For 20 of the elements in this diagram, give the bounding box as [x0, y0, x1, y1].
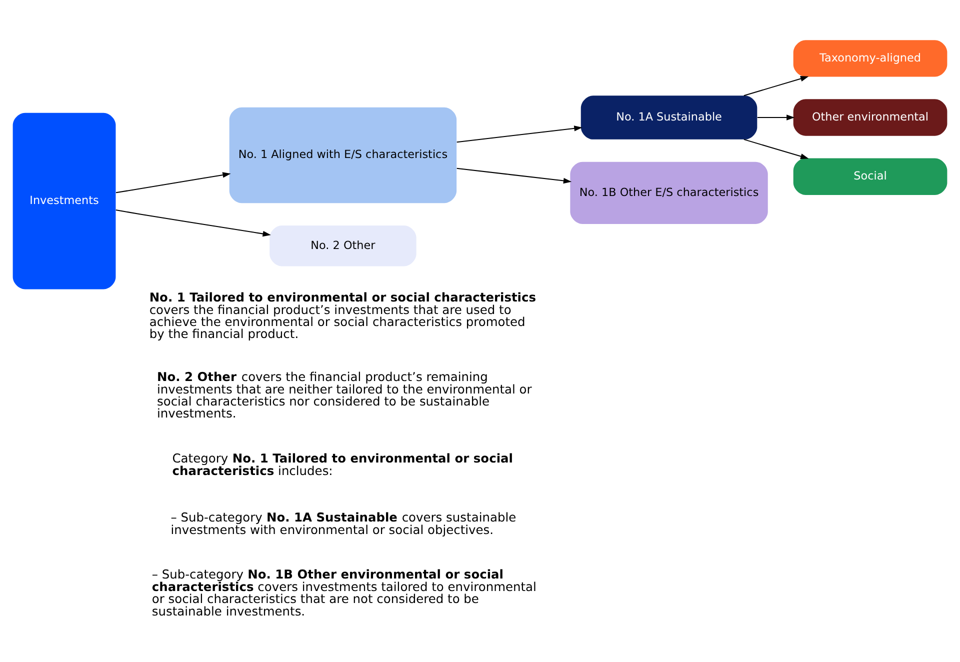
arrow	[456, 125, 582, 142]
node-box: Investments	[12, 112, 116, 289]
arrow	[744, 75, 809, 96]
node-box: No. 1A Sustainable	[580, 95, 758, 139]
node-box: No. 2 Other	[270, 225, 416, 266]
node-box: Social	[793, 158, 948, 194]
node-box: No. 1 Aligned with E/S characteristics	[229, 106, 457, 203]
label: – Sub-category No. 1A Sustainable covers sustainable investments with environmental or social objectives.	[170, 510, 516, 536]
arrow	[757, 114, 795, 120]
arrow	[116, 172, 231, 193]
label: No. 1 Tailored to environmental or social characteristics covers the financial product’s investments that are used to achieve the environmental or social characteristics promoted by the financial product.	[149, 290, 536, 341]
label: – Sub-category No. 1B Other environmental or social characteristics covers investments tailored to environmental or social characteristics that are not considered to be sustainable investments.	[152, 567, 536, 618]
arrow	[116, 209, 271, 236]
arrow	[456, 167, 572, 184]
node-box: Taxonomy-aligned	[793, 40, 948, 76]
label: Category No. 1 Tailored to environmental or social characteristics includes:	[172, 451, 513, 478]
label: No. 2 Other covers the financial product’s remaining investments that are neither tailored to the environmental or social characteristics nor considered to be sustainable investments.	[156, 370, 532, 420]
arrow	[744, 138, 809, 159]
node-box: Other environmental	[793, 98, 948, 136]
node-box: No. 1B Other E/S characteristics	[570, 161, 768, 224]
